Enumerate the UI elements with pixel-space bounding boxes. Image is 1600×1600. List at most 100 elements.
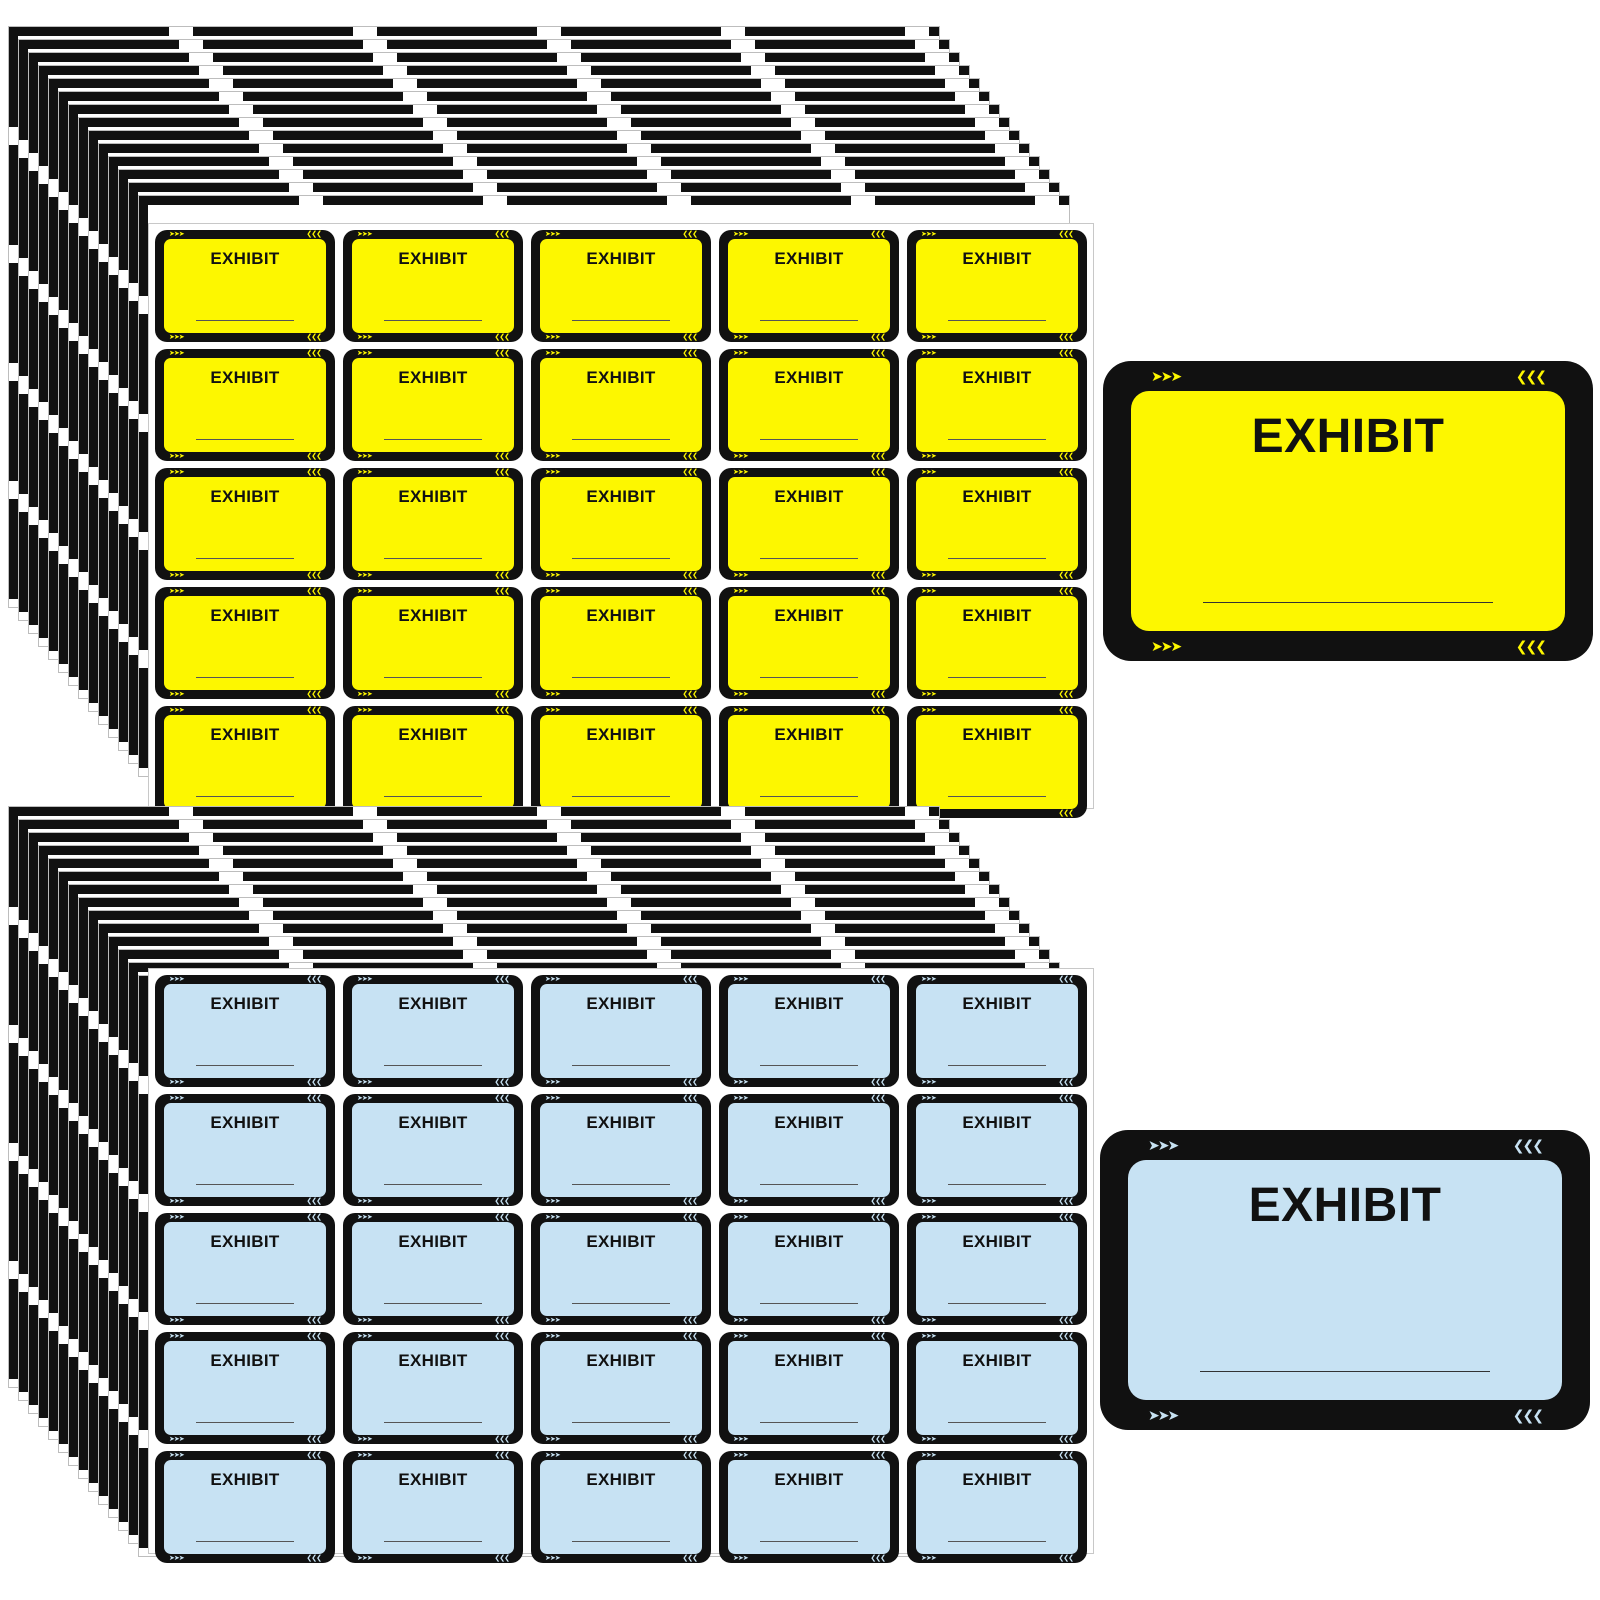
label-face: EXHIBIT (916, 477, 1078, 571)
label-face: EXHIBIT (164, 1341, 326, 1435)
label-face: EXHIBIT (164, 358, 326, 452)
chevrons-right-icon: ➤➤➤ (357, 691, 373, 698)
exhibit-label: ➤➤➤❮❮❮EXHIBIT➤➤➤❮❮❮ (343, 587, 523, 699)
chevrons-right-icon: ➤➤➤ (733, 1555, 749, 1562)
label-face: EXHIBIT (352, 1222, 514, 1316)
label-face: EXHIBIT (916, 1103, 1078, 1197)
label-face: EXHIBIT (728, 596, 890, 690)
label-title: EXHIBIT (774, 487, 844, 506)
label-title: EXHIBIT (962, 1470, 1032, 1489)
chevrons-left-icon: ❮❮❮ (1058, 976, 1074, 983)
chevrons-left-icon: ❮❮❮ (306, 572, 322, 579)
blue-label-closeup: ➤➤➤ ❮❮❮ EXHIBIT ➤➤➤ ❮❮❮ (1100, 1130, 1590, 1430)
chevrons-left-icon: ❮❮❮ (682, 707, 698, 714)
label-face: EXHIBIT (352, 239, 514, 333)
label-title: EXHIBIT (398, 725, 468, 744)
label-title: EXHIBIT (586, 1232, 656, 1251)
chevrons-right-icon: ➤➤➤ (733, 976, 749, 983)
chevrons-right-icon: ➤➤➤ (921, 1198, 937, 1205)
write-line (572, 1184, 670, 1185)
label-face: EXHIBIT (164, 984, 326, 1078)
chevrons-left-icon: ❮❮❮ (494, 453, 510, 460)
write-line (572, 1422, 670, 1423)
label-title: EXHIBIT (586, 1351, 656, 1370)
exhibit-label: ➤➤➤❮❮❮EXHIBIT➤➤➤❮❮❮ (343, 1213, 523, 1325)
chevrons-left-icon: ❮❮❮ (1512, 1407, 1544, 1423)
label-face: EXHIBIT (916, 1341, 1078, 1435)
chevrons-left-icon: ❮❮❮ (1058, 1333, 1074, 1340)
label-title: EXHIBIT (774, 606, 844, 625)
exhibit-label: ➤➤➤❮❮❮EXHIBIT➤➤➤❮❮❮ (719, 587, 899, 699)
chevrons-right-icon: ➤➤➤ (545, 1198, 561, 1205)
exhibit-label: ➤➤➤❮❮❮EXHIBIT➤➤➤❮❮❮ (155, 587, 335, 699)
chevrons-left-icon: ❮❮❮ (494, 588, 510, 595)
chevrons-left-icon: ❮❮❮ (1058, 334, 1074, 341)
chevrons-left-icon: ❮❮❮ (870, 976, 886, 983)
chevrons-right-icon: ➤➤➤ (357, 588, 373, 595)
chevrons-right-icon: ➤➤➤ (169, 1079, 185, 1086)
exhibit-label: ➤➤➤❮❮❮EXHIBIT➤➤➤❮❮❮ (155, 349, 335, 461)
label-title: EXHIBIT (774, 368, 844, 387)
label-title: EXHIBIT (962, 606, 1032, 625)
chevrons-left-icon: ❮❮❮ (1058, 231, 1074, 238)
chevrons-left-icon: ❮❮❮ (494, 1317, 510, 1324)
chevrons-left-icon: ❮❮❮ (682, 231, 698, 238)
chevrons-right-icon: ➤➤➤ (733, 469, 749, 476)
chevrons-right-icon: ➤➤➤ (921, 976, 937, 983)
chevrons-left-icon: ❮❮❮ (306, 453, 322, 460)
chevrons-left-icon: ❮❮❮ (682, 572, 698, 579)
write-line (384, 1541, 482, 1542)
chevrons-left-icon: ❮❮❮ (494, 1555, 510, 1562)
chevrons-right-icon: ➤➤➤ (169, 1317, 185, 1324)
chevrons-right-icon: ➤➤➤ (733, 453, 749, 460)
label-title: EXHIBIT (210, 249, 280, 268)
chevrons-right-icon: ➤➤➤ (169, 350, 185, 357)
label-title: EXHIBIT (210, 725, 280, 744)
chevrons-right-icon: ➤➤➤ (357, 1095, 373, 1102)
label-title: EXHIBIT (586, 249, 656, 268)
chevrons-right-icon: ➤➤➤ (169, 231, 185, 238)
exhibit-label: ➤➤➤❮❮❮EXHIBIT➤➤➤❮❮❮ (719, 349, 899, 461)
write-line (948, 439, 1046, 440)
chevrons-right-icon: ➤➤➤ (733, 231, 749, 238)
chevrons-left-icon: ❮❮❮ (870, 1095, 886, 1102)
exhibit-label: ➤➤➤❮❮❮EXHIBIT➤➤➤❮❮❮ (343, 349, 523, 461)
write-line (760, 1065, 858, 1066)
label-title: EXHIBIT (210, 368, 280, 387)
label-face: EXHIBIT (728, 358, 890, 452)
label-face: EXHIBIT (728, 1460, 890, 1554)
label-title: EXHIBIT (774, 249, 844, 268)
exhibit-label: ➤➤➤❮❮❮EXHIBIT➤➤➤❮❮❮ (907, 230, 1087, 342)
chevrons-right-icon: ➤➤➤ (545, 1333, 561, 1340)
label-title: EXHIBIT (398, 249, 468, 268)
label-face: EXHIBIT (540, 477, 702, 571)
exhibit-label: ➤➤➤❮❮❮EXHIBIT➤➤➤❮❮❮ (531, 468, 711, 580)
label-title: EXHIBIT (1248, 1179, 1442, 1232)
label-face: EXHIBIT (164, 596, 326, 690)
exhibit-label: ➤➤➤❮❮❮EXHIBIT➤➤➤❮❮❮ (907, 349, 1087, 461)
label-face: EXHIBIT (728, 239, 890, 333)
chevrons-left-icon: ❮❮❮ (306, 1333, 322, 1340)
label-face: EXHIBIT (916, 715, 1078, 809)
chevrons-left-icon: ❮❮❮ (494, 1095, 510, 1102)
label-face: EXHIBIT (728, 715, 890, 809)
chevrons-right-icon: ➤➤➤ (733, 707, 749, 714)
chevrons-left-icon: ❮❮❮ (1058, 1452, 1074, 1459)
label-face: EXHIBIT (728, 477, 890, 571)
chevrons-right-icon: ➤➤➤ (921, 588, 937, 595)
chevrons-right-icon: ➤➤➤ (169, 707, 185, 714)
chevrons-right-icon: ➤➤➤ (357, 1555, 373, 1562)
chevrons-right-icon: ➤➤➤ (733, 1214, 749, 1221)
exhibit-label: ➤➤➤❮❮❮EXHIBIT➤➤➤❮❮❮ (531, 706, 711, 818)
exhibit-label: ➤➤➤❮❮❮EXHIBIT➤➤➤❮❮❮ (155, 1094, 335, 1206)
write-line (760, 1541, 858, 1542)
exhibit-label: ➤➤➤❮❮❮EXHIBIT➤➤➤❮❮❮ (531, 1094, 711, 1206)
chevrons-right-icon: ➤➤➤ (921, 350, 937, 357)
chevrons-left-icon: ❮❮❮ (870, 1333, 886, 1340)
exhibit-label: ➤➤➤❮❮❮EXHIBIT➤➤➤❮❮❮ (343, 1451, 523, 1563)
label-title: EXHIBIT (398, 368, 468, 387)
chevrons-right-icon: ➤➤➤ (545, 1555, 561, 1562)
chevrons-right-icon: ➤➤➤ (357, 1317, 373, 1324)
chevrons-right-icon: ➤➤➤ (169, 588, 185, 595)
chevrons-right-icon: ➤➤➤ (545, 976, 561, 983)
